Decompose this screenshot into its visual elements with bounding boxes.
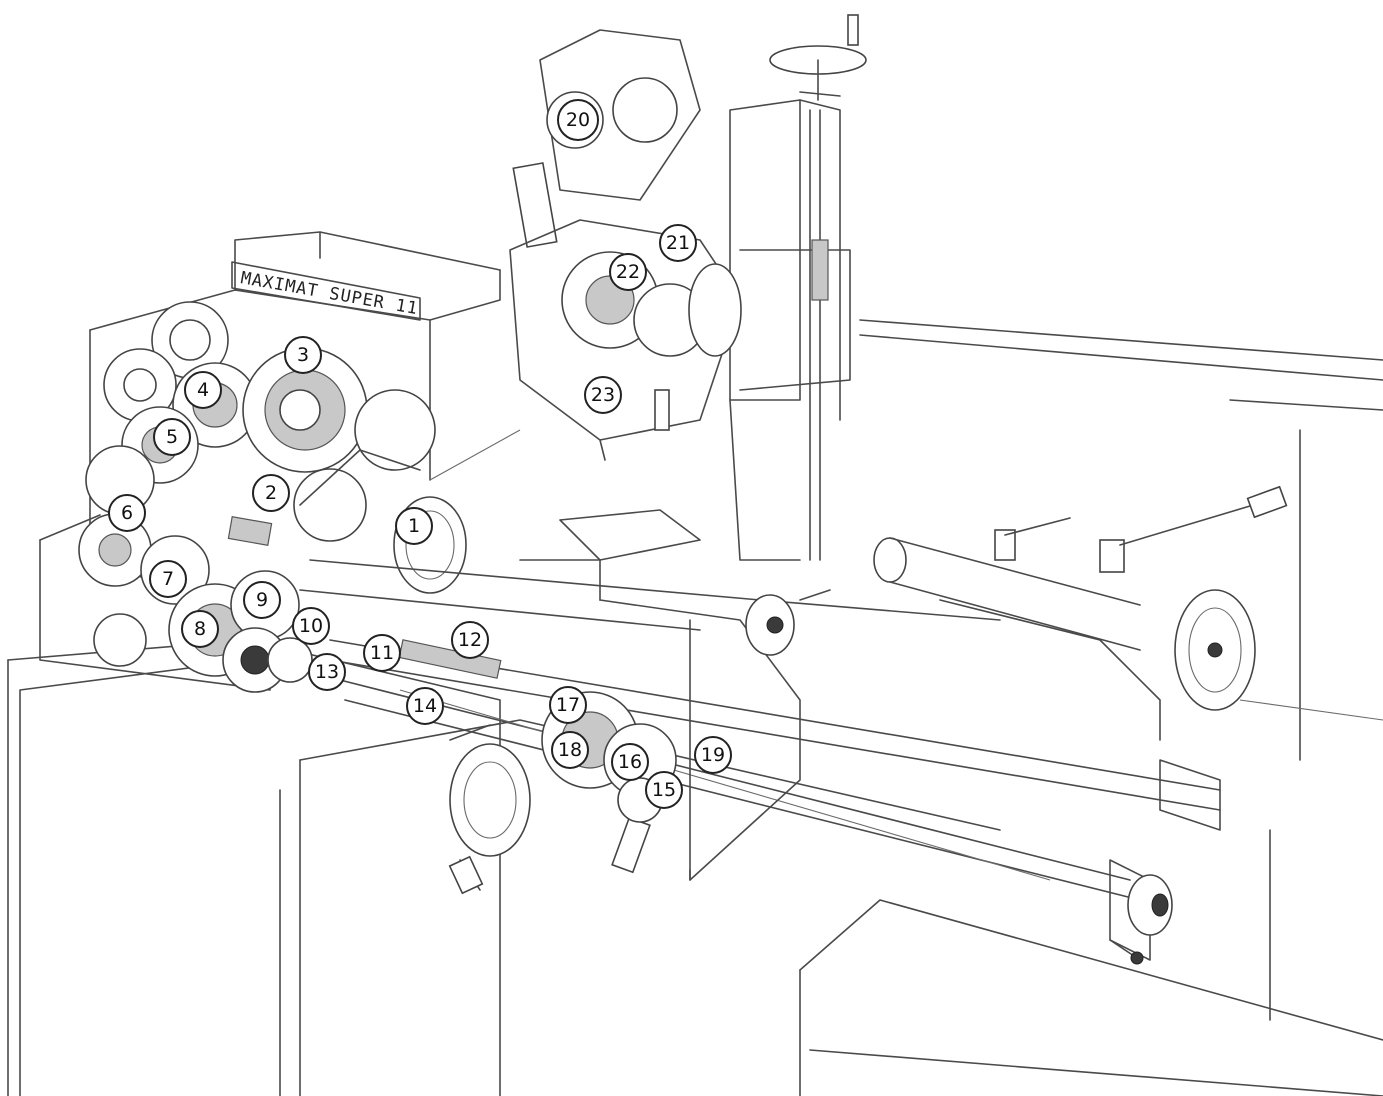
carriage [448, 509, 831, 895]
callout-label: 9 [256, 589, 268, 611]
callout-15: 15 [645, 771, 683, 809]
callout-label: 4 [197, 379, 209, 401]
callout-label: 17 [556, 694, 580, 716]
callout-2: 2 [252, 474, 290, 512]
callout-label: 18 [558, 739, 582, 761]
callout-label: 23 [591, 384, 615, 406]
callout-1: 1 [395, 507, 433, 545]
callout-7: 7 [149, 560, 187, 598]
tailstock [873, 485, 1288, 741]
callout-18: 18 [551, 731, 589, 769]
callout-14: 14 [406, 687, 444, 725]
callout-label: 6 [121, 502, 133, 524]
callout-label: 8 [194, 618, 206, 640]
callout-label: 14 [413, 695, 437, 717]
callout-label: 21 [666, 232, 690, 254]
callout-label: 19 [701, 744, 725, 766]
callout-label: 20 [566, 109, 590, 131]
callout-5: 5 [153, 418, 191, 456]
callout-label: 11 [370, 642, 394, 664]
milling-column [729, 14, 867, 561]
callout-label: 10 [299, 615, 323, 637]
callout-label: 16 [618, 751, 642, 773]
callout-label: 3 [297, 344, 309, 366]
callout-13: 13 [308, 653, 346, 691]
callout-label: 5 [166, 426, 178, 448]
callout-label: 12 [458, 629, 482, 651]
callout-23: 23 [584, 376, 622, 414]
callout-19: 19 [694, 736, 732, 774]
callout-label: 13 [315, 661, 339, 683]
milling-head [509, 29, 742, 461]
callout-10: 10 [292, 607, 330, 645]
callout-9: 9 [243, 581, 281, 619]
callout-20: 20 [557, 99, 599, 141]
callout-12: 12 [451, 621, 489, 659]
callout-label: 7 [162, 568, 174, 590]
callout-label: 1 [408, 515, 420, 537]
callout-21: 21 [659, 224, 697, 262]
callout-label: 22 [616, 261, 640, 283]
callout-label: 15 [652, 779, 676, 801]
callout-4: 4 [184, 371, 222, 409]
callout-6: 6 [108, 494, 146, 532]
callouts: 1 2 3 4 5 6 7 8 9 10 11 12 13 14 15 16 1… [108, 99, 732, 809]
nameplate: MAXIMAT SUPER 11 [231, 261, 421, 321]
callout-11: 11 [363, 634, 401, 672]
callout-3: 3 [284, 336, 322, 374]
callout-17: 17 [549, 686, 587, 724]
callout-22: 22 [609, 253, 647, 291]
callout-16: 16 [611, 743, 649, 781]
callout-label: 2 [265, 482, 277, 504]
lathe-bed [299, 559, 1221, 965]
callout-8: 8 [181, 610, 219, 648]
